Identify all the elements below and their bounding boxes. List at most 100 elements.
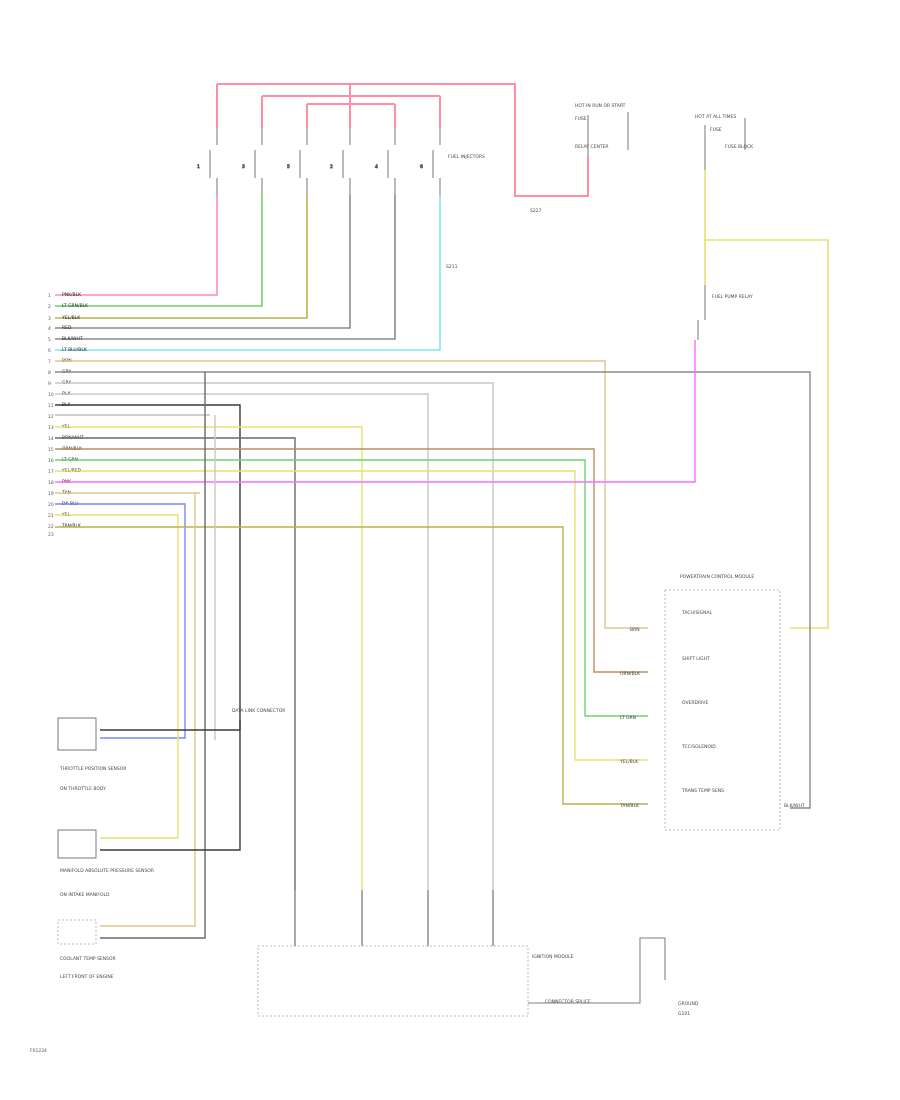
svg-text:HOT AT ALL TIMES: HOT AT ALL TIMES: [695, 114, 736, 120]
svg-text:LT GRN/BLK: LT GRN/BLK: [62, 303, 89, 309]
dlc-label: DATA LINK CONNECTOR: [232, 708, 285, 714]
injector-4: 2: [330, 128, 351, 195]
svg-text:17: 17: [48, 469, 54, 475]
wire-gry-2: [55, 382, 494, 890]
svg-text:YEL/BLK: YEL/BLK: [61, 315, 81, 321]
injector-1: 1: [197, 128, 218, 195]
wire-lt-grn: [55, 459, 648, 717]
svg-text:POWERTRAIN CONTROL MODULE: POWERTRAIN CONTROL MODULE: [680, 574, 754, 580]
svg-text:5: 5: [287, 164, 290, 170]
svg-text:11: 11: [48, 403, 54, 409]
wire-inj1: [55, 195, 218, 296]
svg-text:6: 6: [48, 348, 51, 354]
wire-yel: [55, 426, 363, 890]
svg-text:FUEL PUMP RELAY: FUEL PUMP RELAY: [712, 294, 753, 300]
fuel-pump-relay: FUEL PUMP RELAY: [697, 285, 753, 340]
svg-text:16: 16: [48, 458, 54, 464]
wire-inj4: [55, 195, 351, 329]
svg-text:1: 1: [48, 293, 51, 299]
wire-dk-blu: [55, 503, 186, 739]
svg-text:14: 14: [48, 436, 54, 442]
injector-row: 1 3 5 2 4 6: [197, 128, 441, 195]
svg-text:TACH/SIGNAL: TACH/SIGNAL: [681, 610, 713, 616]
svg-text:GROUND: GROUND: [678, 1001, 699, 1007]
svg-text:THROTTLE POSITION SENSOR: THROTTLE POSITION SENSOR: [59, 766, 126, 772]
svg-text:1: 1: [197, 164, 200, 170]
svg-text:CONNECTOR SPLICE: CONNECTOR SPLICE: [545, 999, 591, 1005]
svg-text:23: 23: [48, 532, 54, 538]
svg-text:RED: RED: [62, 325, 72, 331]
svg-text:ON INTAKE MANIFOLD: ON INTAKE MANIFOLD: [60, 892, 110, 898]
wire-orn-blk: [55, 448, 648, 673]
svg-text:TRANS TEMP SENS: TRANS TEMP SENS: [681, 788, 724, 794]
svg-text:COOLANT TEMP SENSOR: COOLANT TEMP SENSOR: [60, 956, 116, 962]
wire-gry-3: [55, 393, 429, 890]
svg-text:LT GRN: LT GRN: [620, 715, 636, 721]
wire-pnk: [55, 340, 696, 483]
svg-text:3: 3: [48, 316, 51, 322]
fuse-relay-center: HOT IN RUN OR START FUSE RELAY CENTER S2…: [530, 103, 629, 214]
svg-text:3: 3: [242, 164, 245, 170]
svg-text:ON THROTTLE BODY: ON THROTTLE BODY: [60, 786, 106, 792]
svg-text:SHIFT LIGHT: SHIFT LIGHT: [682, 656, 710, 662]
wire-inj2: [55, 195, 263, 307]
powertrain-control-module: POWERTRAIN CONTROL MODULE TACH/SIGNAL SH…: [619, 574, 805, 831]
svg-text:TCC/SOLENOID: TCC/SOLENOID: [681, 744, 716, 750]
svg-text:18: 18: [48, 480, 54, 486]
svg-text:FUSE: FUSE: [710, 127, 722, 133]
svg-text:MANIFOLD ABSOLUTE PRESSURE SEN: MANIFOLD ABSOLUTE PRESSURE SENSOR: [60, 868, 154, 874]
svg-text:5: 5: [48, 337, 51, 343]
ignition-module: IGNITION MODULE CONNECTOR SPLICE: [257, 890, 591, 1017]
svg-text:TAN/BLK: TAN/BLK: [619, 803, 640, 809]
svg-text:21: 21: [48, 513, 54, 519]
fuse-block: HOT AT ALL TIMES FUSE FUSE BLOCK: [695, 114, 754, 170]
wire-yel-2: [55, 514, 179, 839]
coolant-temp-sensor: COOLANT TEMP SENSOR LEFT FRONT OF ENGINE: [57, 919, 116, 980]
svg-text:13: 13: [48, 425, 54, 431]
svg-text:FUSE: FUSE: [575, 116, 587, 122]
wire-brn: [55, 360, 648, 629]
splice-label-s227: S227: [530, 208, 542, 214]
svg-text:4: 4: [375, 164, 378, 170]
svg-text:10: 10: [48, 392, 54, 398]
svg-text:12: 12: [48, 414, 54, 420]
svg-text:8: 8: [48, 370, 51, 376]
wire-inj5: [55, 195, 396, 340]
svg-text:BLK/WHT: BLK/WHT: [62, 336, 83, 342]
svg-text:LT BLU/BLK: LT BLU/BLK: [62, 347, 88, 353]
connector-pins: 1 2 3 4 5 6 7 8 9 10 11 12 13 14 15 16 1…: [48, 293, 54, 538]
wire-tan-blk: [55, 526, 648, 805]
svg-text:BLK/WHT: BLK/WHT: [784, 803, 805, 809]
throttle-position-sensor: THROTTLE POSITION SENSOR ON THROTTLE BOD…: [57, 717, 126, 792]
svg-text:7: 7: [48, 359, 51, 365]
svg-text:2: 2: [330, 164, 333, 170]
fuel-injectors-label: FUEL INJECTORS: [448, 154, 485, 160]
svg-text:4: 4: [48, 326, 51, 332]
injector-2: 3: [242, 128, 263, 195]
drop-wires: [100, 372, 241, 939]
svg-text:YEL/BLK: YEL/BLK: [619, 759, 639, 765]
injector-3: 5: [287, 128, 308, 195]
svg-text:22: 22: [48, 524, 54, 530]
svg-text:OVERDRIVE: OVERDRIVE: [682, 700, 709, 706]
svg-text:RELAY CENTER: RELAY CENTER: [575, 144, 609, 150]
svg-text:2: 2: [48, 304, 51, 310]
ground: GROUND G101: [528, 937, 699, 1017]
svg-text:BRN: BRN: [630, 627, 640, 633]
svg-text:FUSE BLOCK: FUSE BLOCK: [725, 144, 754, 150]
bus-wire-pink: [216, 83, 589, 197]
svg-text:ORN/BLK: ORN/BLK: [620, 671, 641, 677]
svg-text:6: 6: [420, 164, 423, 170]
harness-wires: [55, 340, 811, 890]
wire-inj3: [55, 195, 308, 319]
svg-text:IGNITION MODULE: IGNITION MODULE: [532, 954, 574, 960]
svg-text:19: 19: [48, 491, 54, 497]
svg-text:9: 9: [48, 381, 51, 387]
svg-text:HOT IN RUN OR START: HOT IN RUN OR START: [575, 103, 626, 109]
wire-blk-1: [55, 404, 241, 730]
battery-feed: [704, 170, 829, 629]
figure-id: F01234: [30, 1048, 47, 1054]
svg-text:20: 20: [48, 502, 54, 508]
svg-text:G101: G101: [678, 1011, 690, 1017]
